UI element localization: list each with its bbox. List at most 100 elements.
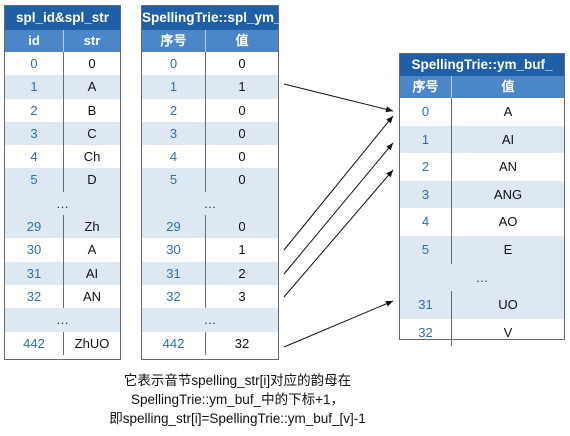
row-value: D xyxy=(87,172,97,188)
row-value: ANG xyxy=(493,186,523,202)
row-value: 1 xyxy=(238,242,246,258)
row-value: V xyxy=(503,324,513,340)
row-index: 1 xyxy=(400,125,452,154)
caption-line-3: 即spelling_str[i]=SpellingTrie::ym_buf_[v… xyxy=(109,411,366,426)
row-index: 442 xyxy=(142,331,206,355)
arrow-row442-to-ym31 xyxy=(283,300,394,348)
row-index: 32 xyxy=(400,318,452,347)
row-index: 31 xyxy=(142,261,206,285)
row-value: AO xyxy=(498,214,518,230)
table-title: SpellingTrie::spl_ym_ids xyxy=(142,6,301,30)
arrow-row32-to-ym2 xyxy=(283,169,394,298)
header-index: 序号 xyxy=(400,76,452,98)
header-value: 值 xyxy=(235,33,249,48)
header-value: str xyxy=(83,33,101,48)
table-row: 4 AO xyxy=(400,208,564,236)
table-header: 序号值 xyxy=(400,76,564,98)
row-value: 1 xyxy=(238,79,246,95)
table-row: 442 32 xyxy=(142,331,278,355)
arrow-row1-to-ym0 xyxy=(283,83,394,113)
ellipsis-row: … xyxy=(400,263,564,292)
table-row: 32 V xyxy=(400,318,564,347)
row-value: C xyxy=(87,125,97,141)
row-value: UO xyxy=(498,297,518,313)
row-index: 29 xyxy=(5,215,64,239)
ellipsis: … xyxy=(56,312,69,328)
table-row: 32 AN xyxy=(5,284,120,309)
row-index: 32 xyxy=(5,284,64,309)
row-index: 1 xyxy=(5,75,64,99)
row-index: 4 xyxy=(400,208,452,236)
table-row: 442 ZhUO xyxy=(5,331,120,355)
table-header: 序号 值 xyxy=(142,30,278,52)
row-value: 0 xyxy=(88,56,96,71)
row-value: AN xyxy=(82,288,102,304)
row-index: 31 xyxy=(5,261,64,285)
row-value: AI xyxy=(501,131,515,147)
caption-line-2: SpellingTrie::ym_buf_中的下标+1， xyxy=(131,392,344,407)
row-value: A xyxy=(503,104,513,119)
ellipsis: … xyxy=(203,312,217,328)
row-value: ZhUO xyxy=(74,335,110,351)
row-index: 442 xyxy=(5,331,64,355)
row-value: 2 xyxy=(238,265,246,281)
table-row: 1 AI xyxy=(400,125,564,154)
table-row: 31 2 xyxy=(142,261,278,285)
table-row: 30 1 xyxy=(142,238,278,262)
row-value: 0 xyxy=(238,102,246,118)
row-value: E xyxy=(503,241,513,257)
row-index: 2 xyxy=(142,98,206,122)
header-index: 序号 xyxy=(142,30,206,52)
row-value: 32 xyxy=(234,335,250,351)
row-index: 5 xyxy=(142,168,206,192)
arrow-row30-to-ym0 xyxy=(283,115,394,251)
row-value: 0 xyxy=(238,149,246,165)
row-index: 30 xyxy=(142,238,206,262)
row-value: A xyxy=(87,79,97,95)
row-index: 5 xyxy=(5,168,64,192)
row-index: 30 xyxy=(5,238,64,262)
row-index: 2 xyxy=(5,98,64,122)
row-index: 5 xyxy=(400,235,452,264)
row-index: 29 xyxy=(142,215,206,239)
row-index: 1 xyxy=(142,75,206,99)
row-value: AN xyxy=(498,159,518,175)
row-value: Zh xyxy=(84,219,100,235)
ellipsis: … xyxy=(203,195,217,211)
row-index: 2 xyxy=(400,153,452,181)
row-index: 3 xyxy=(142,121,206,146)
ellipsis-row: … xyxy=(142,191,278,216)
header-index: id xyxy=(5,30,64,52)
row-index: 4 xyxy=(5,145,64,169)
table-header: id str xyxy=(5,30,120,52)
row-index: 31 xyxy=(400,291,452,319)
table-title: SpellingTrie::ym_buf_ xyxy=(400,54,564,76)
row-index: 0 xyxy=(400,98,452,126)
row-value: 3 xyxy=(238,288,246,304)
ellipsis-row: … xyxy=(142,308,278,332)
row-index: 3 xyxy=(5,121,64,146)
row-value: 0 xyxy=(238,125,246,141)
